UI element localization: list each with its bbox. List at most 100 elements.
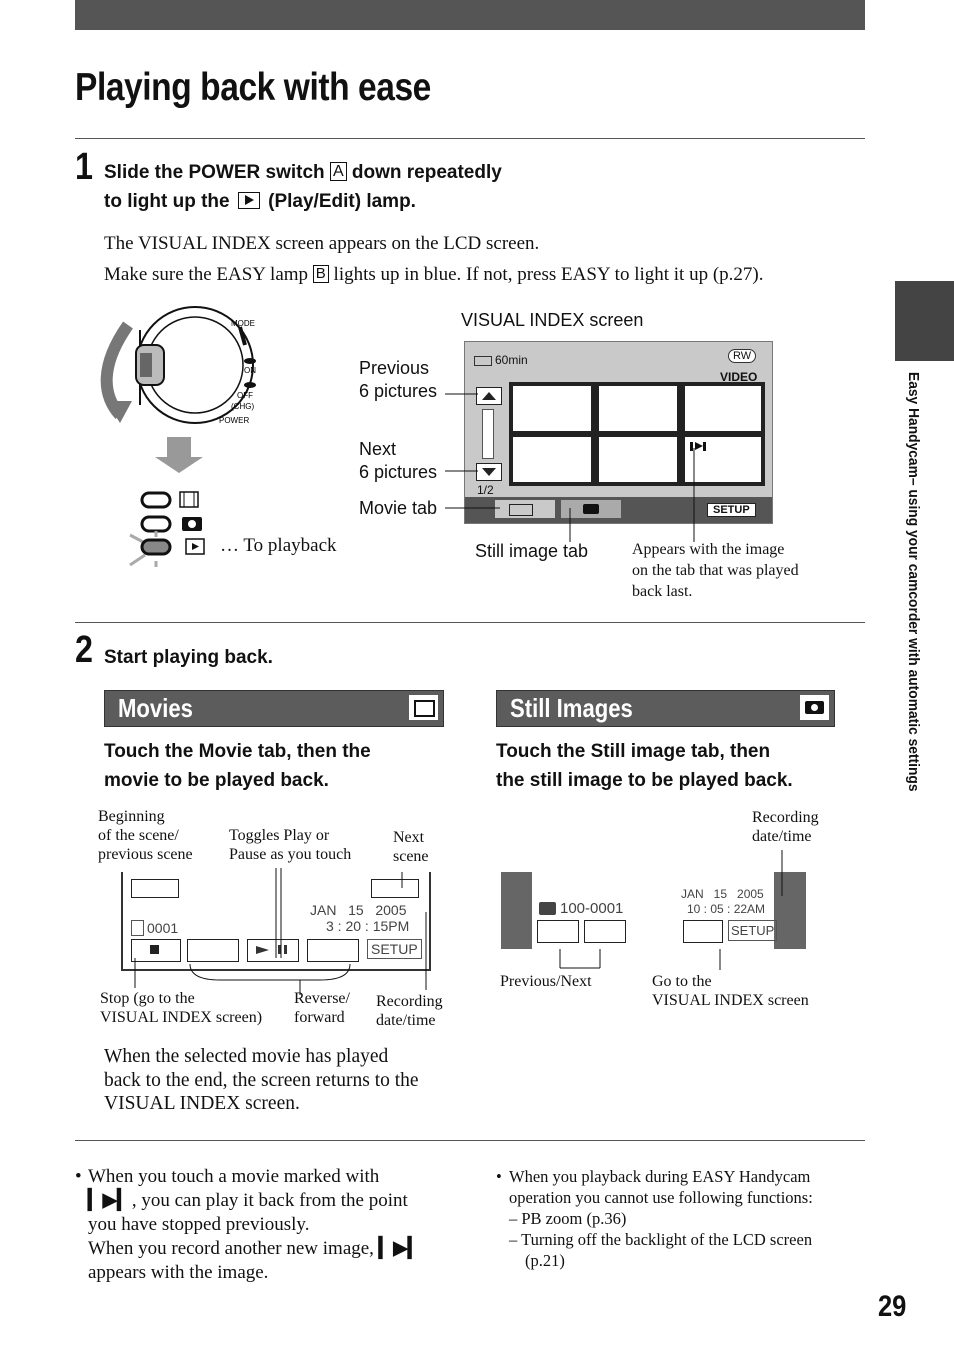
still-playback-screen: 100-0001 JAN 15 2005 10 : 05 : 22AM SETU…	[501, 872, 806, 949]
film-icon	[509, 504, 533, 516]
setup-button[interactable]: SETUP	[707, 503, 756, 517]
line: Touch the Movie tab, then the	[104, 741, 371, 762]
caption-next-scene: Next scene	[393, 828, 429, 866]
line: Pause as you touch	[229, 846, 352, 863]
thumbnail[interactable]	[599, 386, 677, 431]
line: Go to the	[652, 973, 712, 990]
reverse-button[interactable]	[187, 939, 239, 962]
setup-button[interactable]: SETUP	[367, 939, 422, 959]
thumbnail[interactable]	[685, 437, 761, 482]
step-1-heading-part: Slide the POWER switch	[104, 162, 325, 183]
thumbnail[interactable]	[513, 437, 591, 482]
recording-date: JAN 15 2005	[310, 902, 407, 918]
still-image-tab[interactable]	[561, 500, 621, 518]
next-image-button[interactable]	[584, 920, 626, 943]
box-letter-b: B	[312, 265, 329, 283]
camera-icon	[583, 504, 599, 514]
note-line: Appears with the image	[632, 541, 785, 558]
recording-time: 3 : 20 : 15PM	[326, 918, 410, 934]
last-played-icon	[703, 442, 706, 451]
battery-icon	[474, 356, 492, 366]
battery-remaining: 60min	[495, 353, 528, 367]
movie-leader-lines	[134, 868, 427, 995]
still-images-bar: Still Images	[496, 690, 835, 727]
line: forward	[294, 1009, 345, 1026]
step-number-2: 2	[75, 629, 93, 671]
movie-tab[interactable]	[495, 500, 555, 518]
visual-index-button[interactable]	[683, 920, 723, 943]
previous-scene-button[interactable]	[131, 879, 179, 898]
step-number-1: 1	[75, 146, 93, 188]
previous-image-button[interactable]	[537, 920, 579, 943]
thumbnail[interactable]	[685, 386, 761, 431]
text-part: lights up in blue. If not, press EASY to…	[333, 264, 764, 285]
text-part: Make sure the EASY lamp	[104, 264, 309, 285]
page-number: 29	[878, 1290, 907, 1323]
line: Beginning	[98, 808, 165, 825]
visual-index-title: VISUAL INDEX screen	[461, 310, 644, 330]
box-letter-a: A	[329, 162, 347, 181]
power-label: POWER	[219, 416, 249, 425]
still-leader-lines	[559, 850, 783, 970]
page-indicator: 1/2	[477, 483, 494, 497]
line: Touch the Still image tab, then	[496, 741, 771, 762]
note-line: back last.	[632, 583, 693, 600]
section-tab	[895, 281, 954, 361]
divider	[75, 622, 865, 623]
line: When you record another new image,	[88, 1238, 374, 1259]
setup-button[interactable]: SETUP	[728, 920, 778, 941]
still-tab-label: Still image tab	[475, 541, 589, 561]
stop-button[interactable]	[131, 939, 181, 962]
thumbnail[interactable]	[599, 437, 677, 482]
movies-bar: Movies	[104, 690, 444, 727]
camera-icon	[800, 695, 829, 720]
frame-right	[774, 872, 806, 949]
leader-lines	[445, 393, 695, 542]
line: VISUAL INDEX screen)	[100, 1009, 263, 1026]
caption-previous-next: Previous/Next	[500, 973, 592, 990]
section-title: Easy Handycam– using your camcorder with…	[905, 372, 922, 792]
play-edit-icon	[237, 192, 260, 209]
step-1-text: Make sure the EASY lamp B lights up in b…	[104, 259, 764, 290]
line: movie to be played back.	[104, 770, 329, 791]
to-playback-label: … To playback	[220, 535, 337, 556]
step-1-heading-part: down repeatedly	[351, 162, 502, 183]
thumbnail[interactable]	[513, 386, 591, 431]
label-line: 6 pictures	[359, 381, 438, 401]
next-scene-button[interactable]	[371, 879, 419, 898]
line: When the selected movie has played	[104, 1046, 389, 1067]
line: date/time	[752, 828, 812, 845]
line: Toggles Play or	[229, 827, 330, 844]
line: Stop (go to the	[100, 990, 195, 1007]
step-1-heading-part: to light up the	[104, 191, 230, 212]
movie-tab-label: Movie tab	[359, 498, 438, 518]
file-number: 100-0001	[560, 900, 624, 917]
last-played-icon	[695, 442, 703, 450]
frame-left	[501, 872, 532, 949]
line: scene	[393, 848, 429, 865]
line: appears with the image.	[88, 1262, 269, 1283]
step-1-text: The VISUAL INDEX screen appears on the L…	[104, 233, 540, 254]
previous-page-button[interactable]	[476, 387, 502, 405]
line: Turning off the backlight of the LCD scr…	[521, 1230, 813, 1249]
visual-index-screen: 60min RW VIDEO 1/2 SETUP	[464, 341, 773, 524]
label-line: 6 pictures	[359, 462, 438, 482]
scene-counter: 0001	[147, 920, 179, 936]
page-title: Playing back with ease	[75, 66, 431, 109]
next-page-button[interactable]	[476, 463, 502, 481]
camera-icon	[539, 902, 556, 915]
line: , you can play it back from the point	[131, 1190, 408, 1211]
label-line: Next	[359, 439, 397, 459]
play-pause-button[interactable]	[247, 939, 299, 962]
line: When you playback during EASY Handycam	[509, 1167, 811, 1186]
forward-button[interactable]	[307, 939, 359, 962]
scrollbar[interactable]	[482, 409, 494, 459]
line: Next	[393, 829, 425, 846]
divider	[75, 138, 865, 139]
line: VISUAL INDEX screen.	[104, 1093, 300, 1114]
caption-reverse-forward: Reverse/forward	[294, 989, 350, 1027]
still-time: 10 : 05 : 22AM	[687, 902, 766, 916]
